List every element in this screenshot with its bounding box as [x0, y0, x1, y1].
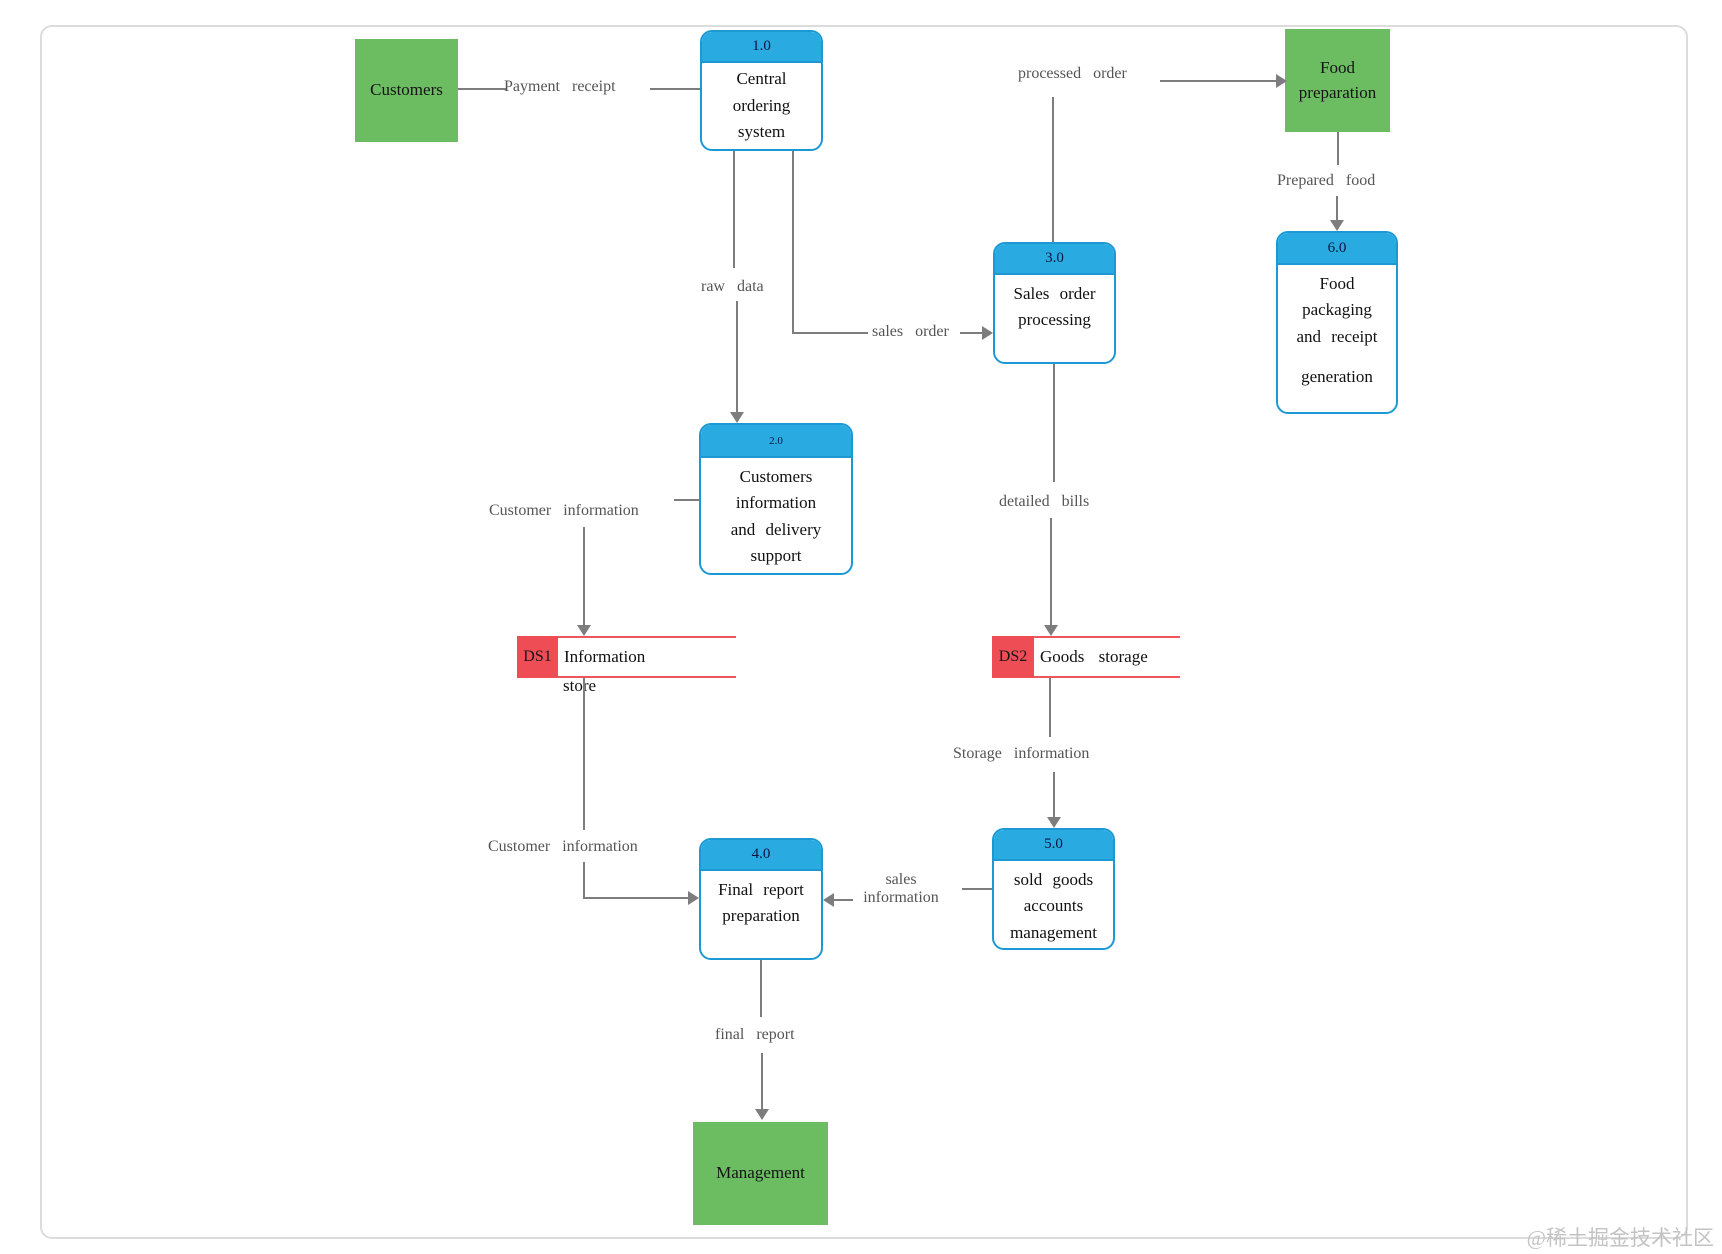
flow-line [832, 899, 853, 901]
flow-line [1049, 678, 1051, 737]
process-label-line: system [737, 122, 786, 142]
process-label-line: preparation [722, 906, 800, 926]
arrowhead-right-icon [1276, 74, 1287, 88]
flow-line [583, 897, 690, 899]
flow-label-processed-order: processed order [1018, 65, 1127, 82]
process-label: Sales order processing [995, 275, 1114, 362]
process-label-line: Sales order [1013, 284, 1096, 303]
process-central-ordering-system: 1.0 Central ordering system [700, 30, 823, 151]
process-label-line: Food [1319, 274, 1355, 293]
arrowhead-down-icon [1044, 625, 1058, 636]
process-number: 6.0 [1278, 233, 1396, 265]
flow-line [736, 301, 738, 414]
flow-label-raw-data: raw data [701, 278, 764, 295]
process-number: 4.0 [701, 840, 821, 871]
process-final-report-preparation: 4.0 Final report preparation [699, 838, 823, 960]
entity-label-line: Food [1320, 57, 1355, 77]
datastore-ds2-tag: DS2 [992, 636, 1034, 678]
datastore-label: Goods storage [1040, 647, 1148, 666]
process-label-line: ordering [732, 95, 791, 115]
datastore-label: Information [564, 647, 646, 666]
flow-label-final-report: final report [715, 1026, 795, 1043]
process-label-line: Customers [739, 467, 813, 486]
arrowhead-down-icon [730, 412, 744, 423]
process-number: 1.0 [702, 32, 821, 63]
flow-line [1160, 80, 1278, 82]
diagram-card-border [40, 25, 1688, 1239]
flow-line [1337, 132, 1339, 165]
process-label: Final report preparation [701, 871, 821, 958]
process-number: 3.0 [995, 244, 1114, 275]
process-label-line: accounts [1023, 896, 1084, 916]
entity-label: Customers [370, 80, 443, 100]
flow-line [650, 88, 700, 90]
flow-line [733, 151, 735, 268]
process-sales-order-processing: 3.0 Sales order processing [993, 242, 1116, 364]
flow-line [1052, 97, 1054, 242]
arrowhead-down-icon [1330, 220, 1344, 231]
datastore-ds2-band: Goods storage [1034, 636, 1180, 678]
process-label-line: management [1010, 922, 1097, 942]
flow-line [1053, 364, 1055, 482]
flow-line [761, 1053, 763, 1109]
process-food-packaging-receipt-generation: 6.0 Food packaging and receipt generatio… [1276, 231, 1398, 414]
flow-line [962, 888, 992, 890]
process-label-line: information [735, 493, 817, 513]
flow-line [458, 88, 507, 90]
entity-management: Management [693, 1122, 828, 1225]
entity-customers: Customers [355, 39, 458, 142]
process-sold-goods-accounts-management: 5.0 sold goods accounts management [992, 828, 1115, 950]
flow-label-detailed-bills: detailed bills [999, 493, 1090, 510]
process-label-line: generation [1301, 367, 1373, 387]
flow-line [792, 332, 868, 334]
process-customers-information-delivery: 2.0 Customers information and delivery s… [699, 423, 853, 575]
flow-label-sales-order: sales order [872, 323, 949, 340]
flow-line [583, 862, 585, 899]
process-label-line: support [750, 546, 802, 566]
process-number: 2.0 [701, 425, 851, 458]
process-label: Food packaging and receipt generation [1278, 265, 1396, 412]
process-label: Central ordering system [702, 63, 821, 149]
flow-label-payment-receipt: Payment receipt [504, 78, 616, 95]
process-label-line: and delivery [730, 519, 822, 539]
arrowhead-down-icon [577, 625, 591, 636]
flow-label-customer-information: Customer information [489, 502, 639, 519]
flow-line [760, 960, 762, 1017]
flow-line [1053, 772, 1055, 817]
process-number: 5.0 [994, 830, 1113, 861]
process-label-line: processing [1018, 310, 1091, 330]
entity-food-preparation: Food preparation [1285, 29, 1390, 132]
process-label-line: sold goods [1013, 870, 1094, 889]
flow-line [674, 499, 699, 501]
datastore-ds1-band: Information [558, 636, 736, 678]
entity-label-line: preparation [1298, 82, 1377, 102]
flow-line [583, 527, 585, 625]
entity-label: Management [716, 1163, 805, 1183]
arrowhead-down-icon [1047, 817, 1061, 828]
flow-label-line: information [863, 889, 939, 906]
flow-line [1050, 518, 1052, 626]
arrowhead-right-icon [982, 326, 993, 340]
process-label-line: and receipt [1296, 326, 1378, 346]
arrowhead-down-icon [755, 1109, 769, 1120]
process-label-line: Final report [718, 880, 804, 899]
arrowhead-right-icon [688, 891, 699, 905]
flow-line [792, 151, 794, 334]
datastore-ds1-tag: DS1 [517, 636, 558, 678]
datastore-label-overflow: store [563, 676, 597, 695]
flow-line [583, 678, 585, 830]
flow-label-storage-information: Storage information [953, 745, 1090, 762]
process-label-line: Central [736, 69, 787, 89]
watermark-text: @稀土掘金技术社区 [1526, 1226, 1714, 1250]
flow-label-line: sales [885, 871, 917, 888]
flow-label-prepared-food: Prepared food [1277, 172, 1376, 189]
arrowhead-left-icon [823, 893, 834, 907]
flow-label-sales-information: sales information [853, 871, 949, 907]
process-label: sold goods accounts management [994, 861, 1113, 948]
process-label-line: packaging [1302, 300, 1372, 320]
process-label: Customers information and delivery suppo… [701, 458, 851, 573]
flow-label-customer-information: Customer information [488, 838, 638, 855]
flow-line [1336, 196, 1338, 222]
flow-line [960, 332, 984, 334]
